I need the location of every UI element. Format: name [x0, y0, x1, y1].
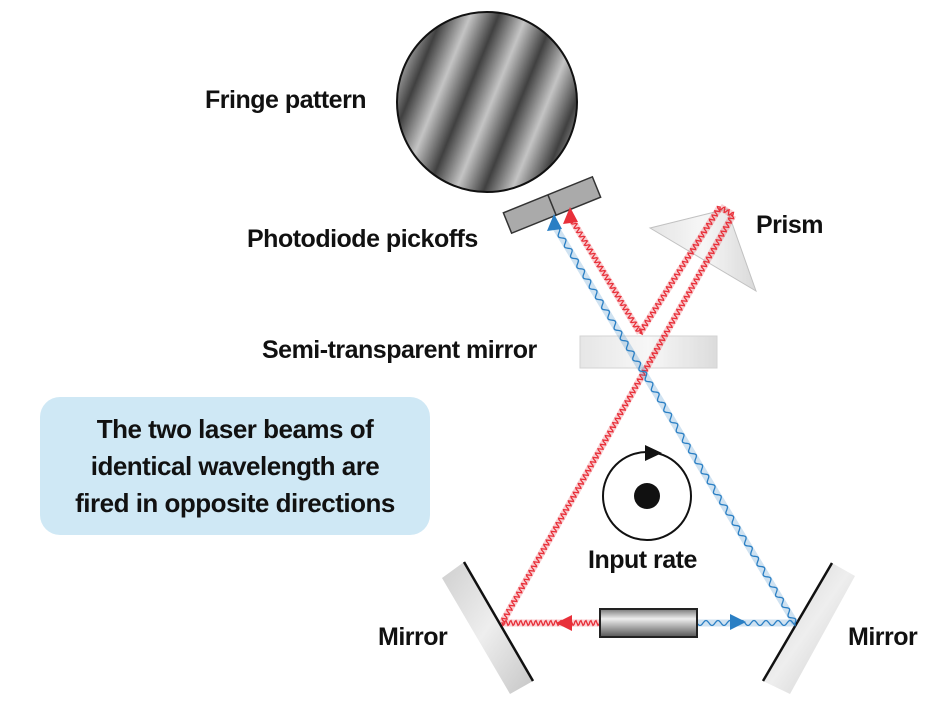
photodiode-pickoffs: [502, 175, 602, 235]
semi-transparent-mirror: [579, 335, 718, 369]
right-mirror-label: Mirror: [848, 623, 918, 651]
prism: [648, 208, 757, 293]
callout-line: fired in opposite directions: [75, 487, 395, 518]
red-arrow-left-icon: [556, 615, 572, 631]
laser-tube: [599, 608, 698, 638]
blue-beam: [557, 227, 797, 627]
left-mirror: [442, 561, 535, 694]
input-rate-label: Input rate: [588, 546, 697, 574]
red-beam: [500, 205, 735, 627]
right-mirror: [761, 562, 855, 694]
fringe-pattern-disc: [396, 11, 578, 193]
prism-label: Prism: [756, 211, 823, 239]
blue-arrow-up-icon: [547, 214, 562, 231]
callout-line: identical wavelength are: [90, 450, 380, 481]
left-mirror-label: Mirror: [378, 623, 448, 651]
photodiode-pickoffs-label: Photodiode pickoffs: [247, 225, 478, 253]
blue-arrow-right-icon: [730, 614, 746, 630]
explanation-callout: The two laser beams of identical wavelen…: [40, 397, 430, 535]
callout-line: The two laser beams of: [96, 413, 374, 444]
semi-transparent-mirror-label: Semi-transparent mirror: [262, 336, 537, 364]
rotation-icon: [602, 445, 692, 541]
fringe-pattern-label: Fringe pattern: [205, 86, 367, 114]
red-arrow-up-icon: [563, 207, 578, 224]
